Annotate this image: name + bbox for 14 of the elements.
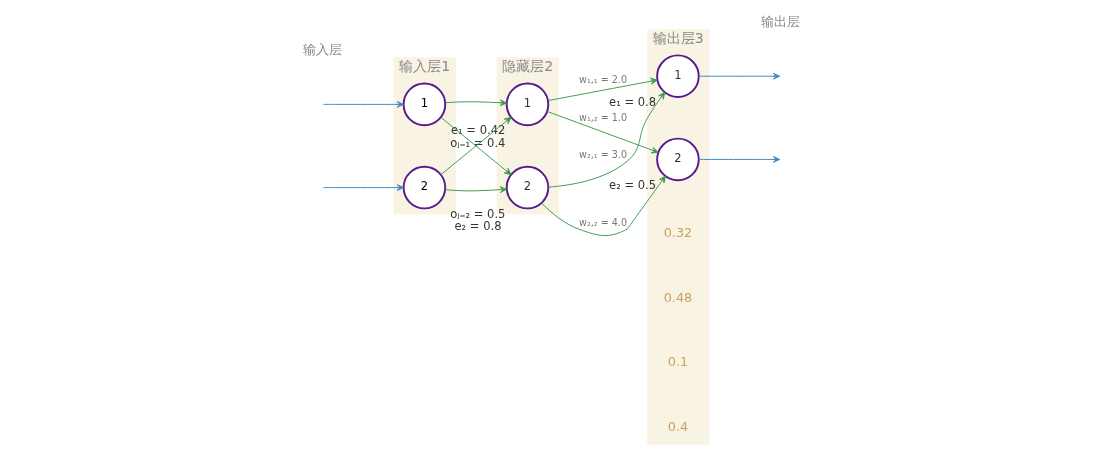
node-label: e₂ = 0.8 <box>454 218 502 233</box>
node-label: e₂ = 0.5 <box>608 177 656 192</box>
label: 0.48 <box>663 289 692 305</box>
label: 0.32 <box>663 224 692 240</box>
label: 输出层 <box>760 13 800 29</box>
edge-label: w₂,₂ = 4.0 <box>578 216 627 228</box>
label: 0.1 <box>667 353 688 369</box>
edge-label: w₂,₁ = 3.0 <box>578 148 627 160</box>
edge-label: w₁,₁ = 2.0 <box>578 73 627 85</box>
node-label: e₁ = 0.8 <box>608 94 656 109</box>
label: 输入层 <box>302 41 342 57</box>
label: 0.4 <box>667 418 688 434</box>
edge-label: w₁,₂ = 1.0 <box>578 111 627 123</box>
node-label: oⱼ₌₂ = 0.5 <box>449 206 505 221</box>
